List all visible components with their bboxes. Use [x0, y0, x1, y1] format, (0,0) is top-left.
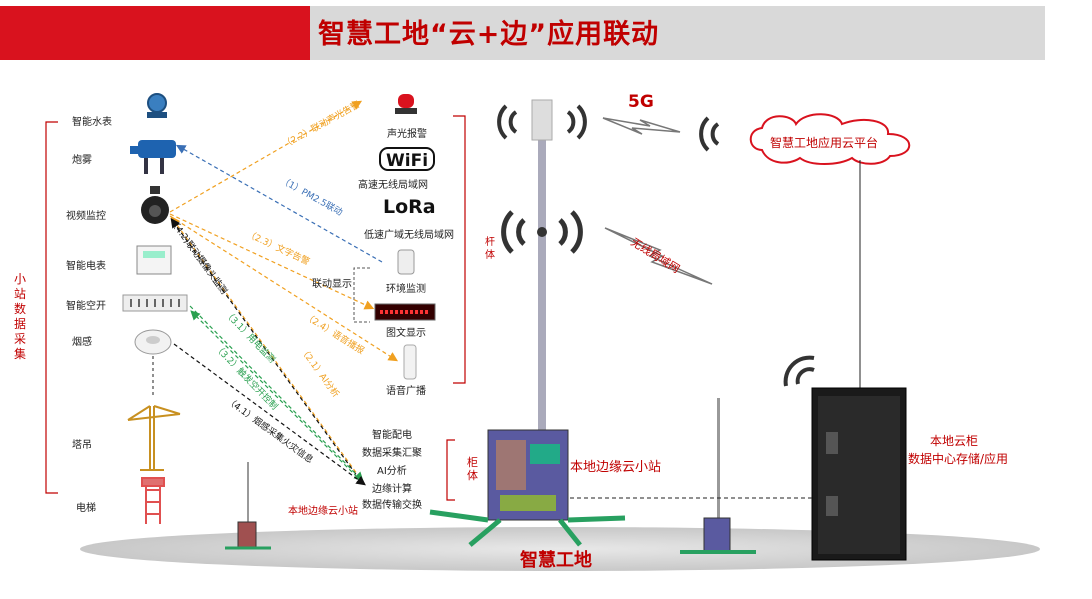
edge-station-small-label: 本地边缘云小站 — [288, 506, 358, 517]
flow-line-voice — [169, 215, 399, 362]
edge-station-label: 本地边缘云小站 — [570, 460, 662, 475]
elevator-icon — [141, 477, 165, 524]
edge-station-left — [225, 462, 271, 550]
svg-text:WiFi: WiFi — [386, 151, 428, 171]
local-cloud-cabinet — [811, 387, 907, 561]
signal-icon-cabinet — [783, 355, 815, 387]
device-label-electric-meter: 智能电表 — [66, 261, 106, 272]
pole-bracket — [453, 115, 466, 384]
local-cabinet-subtitle: 数据中心存储/应用 — [908, 452, 1009, 466]
flow-label-alarm: （2.2）联动声光告警 — [281, 98, 362, 150]
cabinet-function-power: 智能配电 — [372, 430, 412, 441]
flow-label-text-alert: （2.3）文字告警 — [245, 228, 312, 268]
flow-label-pm25: （1）PM2.5联动 — [279, 175, 345, 218]
camera-icon — [141, 186, 169, 224]
wifi-label: 高速无线局域网 — [358, 180, 428, 191]
device-label-camera: 视频监控 — [66, 211, 106, 222]
breaker-icon — [122, 294, 188, 312]
5g-lightning-icon — [602, 117, 681, 135]
flow-line-power — [189, 305, 364, 482]
device-label-breaker: 智能空开 — [66, 301, 106, 312]
tower-crane-icon — [127, 405, 181, 471]
broadcast-label: 语音广播 — [386, 386, 426, 397]
env-label: 环境监测 — [386, 284, 426, 295]
speaker-icon — [403, 344, 417, 380]
lora-logo-icon: LoRa — [383, 196, 436, 218]
signal-icon-top — [497, 104, 587, 140]
flow-label-voice: （2.4）语音播报 — [302, 310, 366, 356]
flow-line-alarm — [169, 100, 363, 213]
5g-label: 5G — [628, 92, 654, 112]
site-label: 智慧工地 — [520, 550, 592, 571]
device-label-elevator: 电梯 — [76, 503, 96, 514]
linkage-display-bracket — [353, 267, 370, 323]
cabinet-function-edge: 边缘计算 — [372, 484, 412, 495]
wlan-label: 无线局域网 — [628, 235, 682, 276]
pole-label: 杆体 — [485, 237, 495, 261]
link-display-label: 联动显示 — [312, 279, 352, 290]
svg-text:LoRa: LoRa — [383, 196, 436, 218]
left-group-label: 小站数据采集 — [14, 272, 27, 361]
wifi-logo-icon: WiFi — [379, 147, 435, 171]
device-label-fog-cannon: 炮雾 — [72, 155, 92, 166]
cabinet-label: 柜体 — [467, 456, 478, 482]
smoke-detector-icon — [134, 329, 172, 355]
signal-icon-cloud — [699, 116, 720, 152]
cloud-platform-label: 智慧工地应用云平台 — [770, 136, 879, 150]
flow-label-camera-link: （4.2)联动摄像头监测 — [168, 217, 231, 297]
left-group-bracket — [45, 121, 58, 494]
alarm-light-icon — [395, 94, 417, 114]
led-display-icon — [374, 303, 436, 321]
edge-cabinet-main — [429, 429, 626, 547]
signal-icon-middle — [501, 210, 583, 254]
ground-ellipse — [80, 527, 1040, 571]
cabinet-function-transfer: 数据传输交换 — [362, 500, 422, 511]
flow-line-breaker — [190, 310, 363, 483]
flow-label-ai: （2.1）AI分析 — [298, 345, 342, 400]
wlan-lightning-icon — [604, 227, 713, 285]
antenna-top — [531, 99, 553, 141]
title-bar: 智慧工地“云+边”应用联动 — [0, 0, 1092, 62]
edge-station-right — [680, 398, 756, 554]
cabinet-function-collect: 数据采集汇聚 — [362, 448, 422, 459]
electric-meter-icon — [136, 245, 172, 275]
flow-line-text-alert — [169, 213, 375, 310]
title-bar-background — [310, 6, 1045, 60]
environment-sensor-icon — [397, 249, 415, 275]
lora-label: 低速广域无线局域网 — [364, 230, 454, 241]
water-meter-icon — [147, 93, 167, 118]
device-label-smoke: 烟感 — [72, 337, 92, 348]
fog-cannon-icon — [130, 140, 176, 174]
device-label-water-meter: 智能水表 — [72, 117, 112, 128]
local-cabinet-title: 本地云柜 — [930, 434, 979, 448]
page-title: 智慧工地“云+边”应用联动 — [318, 19, 660, 50]
flow-line-camera-link — [170, 218, 361, 481]
title-bar-accent — [0, 6, 310, 60]
cabinet-function-ai: AI分析 — [377, 466, 407, 477]
display-label: 图文显示 — [386, 328, 426, 339]
cloud-platform-icon — [749, 113, 911, 165]
flow-line-smoke — [173, 343, 366, 486]
flow-line-ai — [170, 216, 361, 479]
main-pole — [538, 120, 546, 430]
alarm-label: 声光报警 — [387, 129, 427, 140]
cabinet-bracket — [446, 439, 455, 501]
device-label-tower-crane: 塔吊 — [72, 440, 92, 451]
